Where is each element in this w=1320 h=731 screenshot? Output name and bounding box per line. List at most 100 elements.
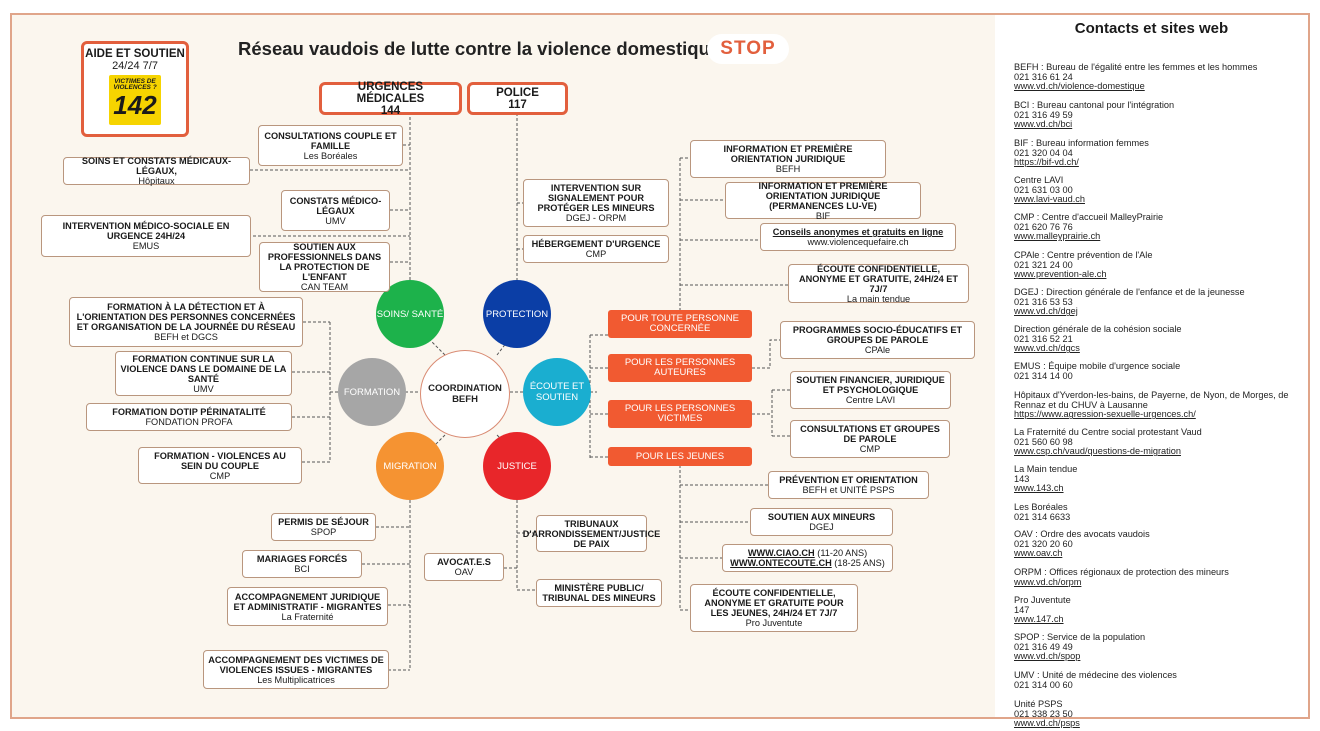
contact-url[interactable]: www.csp.ch/vaud/questions-de-migration [1014,446,1181,457]
contact-name: OAV : Ordre des avocats vaudois [1014,529,1150,539]
box-title: FORMATION - VIOLENCES AU SEIN DU COUPLE [154,450,286,471]
ecoute-box-lavi: SOUTIEN FINANCIER, JURIDIQUE ET PSYCHOLO… [790,371,951,409]
page-title: Réseau vaudois de lutte contre la violen… [238,38,721,59]
box-title: HÉBERGEMENT D'URGENCE [531,239,661,249]
contact-phone: 021 631 03 00 [1014,184,1073,195]
justice-box-ministere: MINISTÈRE PUBLIC/ TRIBUNAL DES MINEURS [536,579,662,607]
circle-formation: FORMATION [338,358,406,426]
contact-url[interactable]: www.147.ch [1014,614,1064,625]
contact-url[interactable]: www.vd.ch/violence-domestique [1014,81,1145,92]
box-subtitle: CMP [859,444,881,454]
contact-phone: 021 560 60 98 [1014,436,1073,447]
contact-entry: DGEJ : Direction générale de l'enfance e… [1014,287,1304,317]
contact-url[interactable]: www.vd.ch/dgej [1014,306,1078,317]
ecoute-box-programmes-cpale: PROGRAMMES SOCIO-ÉDUCATIFS ET GROUPES DE… [780,321,975,359]
contact-phone: 021 321 24 00 [1014,259,1073,270]
box-subtitle: SPOP [310,527,337,537]
contact-phone: 021 314 6633 [1014,511,1071,522]
contact-name: BCI : Bureau cantonal pour l'intégration [1014,100,1175,110]
box-title: AVOCAT.E.S [437,557,491,567]
stop-logo: STOP [707,34,789,64]
contact-url[interactable]: www.lavi-vaud.ch [1014,194,1085,205]
contact-entry: La Fraternité du Centre social protestan… [1014,427,1304,457]
box-subtitle: Pro Juventute [745,618,803,628]
aide-soutien-box: AIDE ET SOUTIEN 24/24 7/7 VICTIMES DE VI… [81,41,189,137]
category-victimes: POUR LES PERSONNES VICTIMES [608,400,752,428]
box-title: ACCOMPAGNEMENT JURIDIQUE ET ADMINISTRATI… [233,591,382,612]
box-title: PRÉVENTION ET ORIENTATION [779,475,918,485]
box-title: SOUTIEN FINANCIER, JURIDIQUE ET PSYCHOLO… [796,375,945,395]
box-title: SOINS ET CONSTATS MÉDICAUX-LÉGAUX, [81,156,232,176]
contact-name: Les Boréales [1014,502,1068,512]
box-title: CONSTATS MÉDICO-LÉGAUX [289,195,382,216]
box-subtitle: UMV [325,215,346,226]
contacts-title: Contacts et sites web [1074,20,1229,37]
formation-box-continue: FORMATION CONTINUE SUR LA VIOLENCE DANS … [115,351,292,396]
contact-phone: 021 338 23 50 [1014,708,1073,719]
ciao-link[interactable]: WWW.CIAO.CH [747,548,815,558]
ecoute-box-ciao-ontecoute: WWW.CIAO.CH (11-20 ANS) WWW.ONTECOUTE.CH… [722,544,893,572]
box-subtitle: DGEJ [809,522,834,532]
ontecoute-link[interactable]: WWW.ONTECOUTE.CH [730,558,832,568]
box-subtitle: Hôpitaux [138,176,175,186]
victimes-142-badge: VICTIMES DE VIOLENCES ? 142 [109,75,161,125]
box-subtitle: CMP [209,470,231,481]
contact-url[interactable]: www.vd.ch/spop [1014,651,1081,662]
contact-url[interactable]: www.prevention-ale.ch [1014,269,1107,280]
justice-box-tribunaux: TRIBUNAUX D'ARRONDISSEMENT/JUSTICE DE PA… [523,515,660,552]
ontecoute-ages: (18-25 ANS) [834,558,885,568]
urgences-number: 144 [380,104,401,117]
contact-url[interactable]: www.oav.ch [1014,548,1063,559]
box-subtitle: BEFH et UNITÉ PSPS [802,485,895,495]
box-title: INTERVENTION SUR SIGNALEMENT POUR PROTÉG… [537,183,655,213]
contact-url[interactable]: www.vd.ch/orpm [1014,576,1082,587]
contact-url[interactable]: www.vd.ch/psps [1014,718,1080,729]
contact-entry: Hôpitaux d'Yverdon-les-bains, de Payerne… [1014,390,1304,420]
box-subtitle: UMV [193,383,214,394]
contact-name: Unité PSPS [1014,699,1063,709]
box-title: PROGRAMMES SOCIO-ÉDUCATIFS ET GROUPES DE… [792,325,963,345]
contact-url[interactable]: www.vd.ch/bci [1014,119,1073,130]
box-title: FORMATION À LA DÉTECTION ET À L'ORIENTAT… [76,302,296,332]
contact-phone: 021 314 00 60 [1014,679,1073,690]
ecoute-box-info-bif: INFORMATION ET PREMIÈRE ORIENTATION JURI… [725,181,921,221]
contact-phone: 021 316 49 49 [1014,641,1073,652]
circle-protection: PROTECTION [483,280,551,348]
box-subtitle: FONDATION PROFA [145,417,233,427]
badge-text: VICTIMES DE VIOLENCES ? [113,78,157,91]
contact-phone: 021 316 52 21 [1014,333,1073,344]
category-jeunes: POUR LES JEUNES [608,447,752,466]
contact-url[interactable]: www.143.ch [1014,483,1064,494]
contact-url[interactable]: https://www.agression-sexuelle-urgences.… [1014,409,1196,420]
contact-name: ORPM : Offices régionaux de protection d… [1014,567,1229,577]
contact-name: Hôpitaux d'Yverdon-les-bains, de Payerne… [1014,390,1289,410]
contact-url[interactable]: https://bif-vd.ch/ [1014,157,1079,168]
contact-name: BEFH : Bureau de l'égalité entre les fem… [1014,62,1258,72]
box-subtitle: CPAle [864,345,891,355]
box-subtitle: DGEJ - ORPM [565,213,627,223]
box-title: ÉCOUTE CONFIDENTIELLE, ANONYME ET GRATUI… [704,588,844,618]
contact-url[interactable]: www.malleyprairie.ch [1014,231,1101,242]
box-subtitle: BIF [815,210,831,221]
box-title: SOUTIEN AUX PROFESSIONNELS DANS LA PROTE… [267,242,382,282]
protection-box-signalement: INTERVENTION SUR SIGNALEMENT POUR PROTÉG… [523,179,669,227]
box-title: ACCOMPAGNEMENT DES VICTIMES DE VIOLENCES… [208,654,384,675]
contact-name: La Fraternité du Centre social protestan… [1014,427,1202,437]
contact-url[interactable]: www.vd.ch/dgcs [1014,343,1080,354]
contact-name: UMV : Unité de médecine des violences [1014,670,1177,680]
